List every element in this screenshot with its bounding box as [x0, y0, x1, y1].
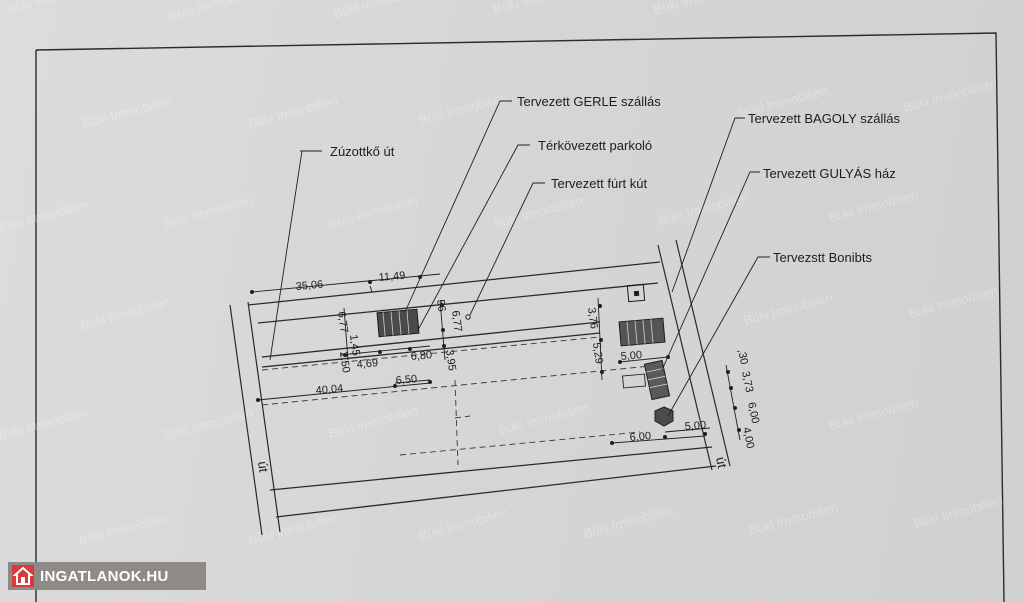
- dim-6-77-a: 6,77: [335, 311, 350, 334]
- label-ut-right: út: [713, 456, 730, 470]
- dashed-lines: [261, 336, 661, 466]
- watermark: Büki Immobilien: [497, 400, 590, 438]
- watermark: Büki Immobilien: [167, 0, 260, 23]
- gerle-building: [376, 308, 420, 338]
- label-bagoly: Tervezett BAGOLY szállás: [748, 111, 900, 126]
- watermark: Büki Immobilien: [417, 90, 510, 128]
- watermark: Büki Immobilien: [492, 193, 585, 231]
- watermark: Büki Immobilien: [827, 395, 920, 433]
- dim-6-00-a: 6,00: [629, 430, 651, 444]
- label-kut: Tervezett fúrt kút: [551, 176, 647, 191]
- label-gulyas: Tervezett GULYÁS ház: [763, 166, 896, 181]
- watermark: Büki Immobilien: [657, 190, 750, 228]
- dim-4-00: 4,00: [740, 426, 756, 449]
- watermark: Büki Immobilien: [492, 0, 585, 17]
- dim-30: ,30: [735, 348, 750, 365]
- dim-3-76: 3,76: [585, 307, 600, 330]
- watermark: Büki Immobilien: [747, 500, 840, 538]
- label-zuzottko-ut: Zúzottkő út: [330, 144, 395, 159]
- dim-5-00-b: 5,00: [684, 419, 706, 433]
- watermark: Büki Immobilien: [582, 503, 675, 541]
- watermark: Büki Immobilien: [327, 193, 420, 231]
- watermark: Büki Immobilien: [652, 0, 745, 17]
- dim-6-50: 6,50: [395, 373, 417, 387]
- dim-6-80: 6,80: [410, 349, 432, 363]
- gulyas-building: [643, 359, 671, 401]
- watermark: Büki Immobilien: [417, 505, 510, 543]
- watermark: Büki Immobilien: [827, 187, 920, 225]
- brand-name: INGATLANOK.HU: [40, 567, 169, 585]
- dim-1-45: 1,45: [347, 334, 362, 357]
- square-structure: [626, 283, 646, 303]
- watermark: Büki Immobilien: [902, 77, 995, 115]
- watermark: Büki Immobilien: [79, 295, 172, 333]
- dim-5-00-a: 5,00: [620, 349, 642, 363]
- house-logo-icon: [12, 565, 34, 587]
- dim-3-95: 3,95: [443, 349, 458, 372]
- watermark: Büki Immobilien: [0, 405, 89, 443]
- watermark: Büki Immobilien: [742, 290, 835, 328]
- watermark: Büki Immobilien: [77, 510, 170, 548]
- label-ut-left: út: [255, 460, 271, 473]
- watermark: Büki Immobilien: [5, 0, 98, 17]
- brand-badge[interactable]: INGATLANOK.HU: [8, 562, 206, 590]
- watermark: Büki Immobilien: [327, 403, 420, 441]
- frame-border: [35, 32, 1005, 602]
- well-point: [465, 314, 471, 320]
- leader-lines: [269, 100, 770, 417]
- dim-56: 56: [434, 299, 448, 313]
- dim-40-04: 40,04: [315, 383, 343, 397]
- watermarks: Büki Immobilien Büki Immobilien Büki Imm…: [0, 0, 1004, 548]
- left-road: [229, 301, 281, 536]
- watermark: Büki Immobilien: [162, 405, 255, 443]
- watermark: Büki Immobilien: [332, 0, 425, 21]
- dim-4-69: 4,69: [356, 357, 378, 371]
- square-structure-center: [633, 290, 640, 297]
- dim-3-73: 3,73: [739, 370, 755, 393]
- dim-5-29: 5,29: [590, 342, 605, 365]
- label-gerle: Tervezett GERLE szállás: [517, 94, 661, 109]
- dim-6-00-b: 6,00: [745, 401, 761, 424]
- dim-35-06: 35,06: [295, 279, 323, 293]
- watermark: Büki Immobilien: [912, 493, 1005, 531]
- dim-11-49: 11,49: [378, 270, 406, 284]
- dim-6-77-b: 6,77: [449, 310, 464, 333]
- plot-outline: [247, 261, 717, 518]
- watermark: Büki Immobilien: [162, 193, 255, 231]
- right-road: [657, 239, 731, 471]
- watermark: Büki Immobilien: [247, 93, 340, 131]
- watermark: Büki Immobilien: [0, 197, 89, 235]
- dim-2-50: 2,50: [337, 351, 352, 374]
- bagoly-building: [618, 317, 666, 347]
- watermark: Büki Immobilien: [907, 283, 1000, 321]
- watermark: Büki Immobilien: [81, 93, 174, 131]
- label-parkolo: Térkövezett parkoló: [538, 138, 652, 153]
- label-bonibts: Tervezstt Bonibts: [773, 250, 872, 265]
- bonibts-hexagon: [654, 406, 674, 427]
- small-annex: [622, 373, 646, 389]
